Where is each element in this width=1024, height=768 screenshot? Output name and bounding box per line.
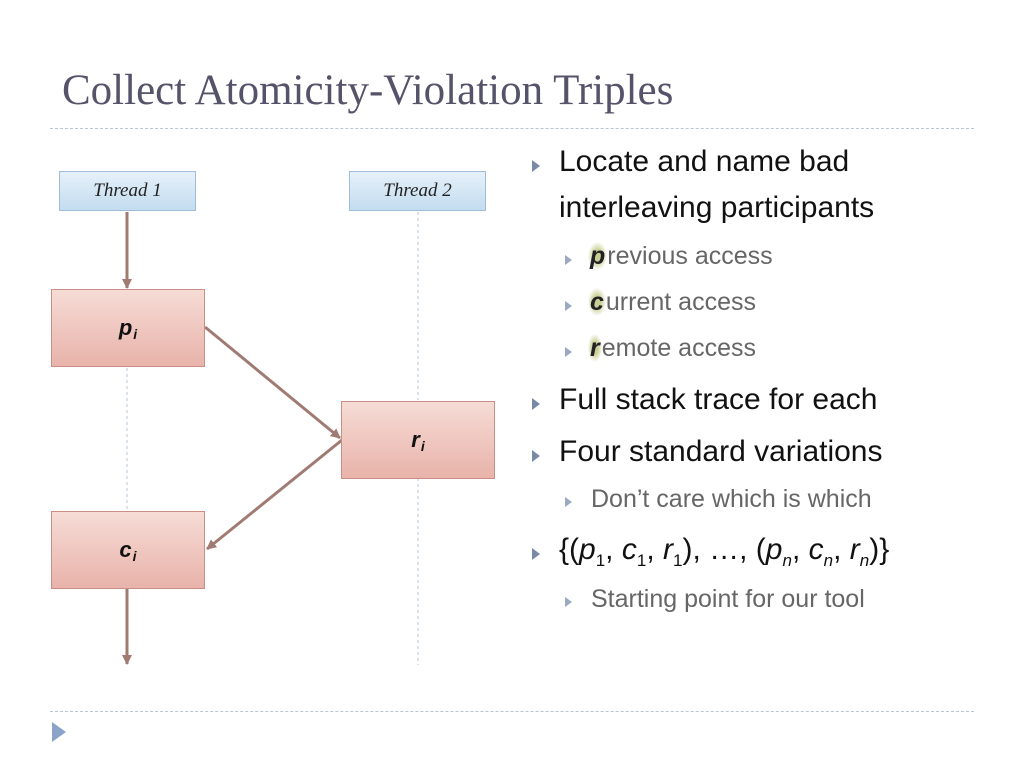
thread2-label: Thread 2 bbox=[383, 180, 452, 201]
triangle-right-icon bbox=[565, 497, 572, 507]
bullet-triples-set: {(p1, c1, r1), …, (pn, cn, rn)} bbox=[559, 533, 890, 570]
bullet-locate: Locate and name bad bbox=[559, 145, 850, 178]
triangle-right-icon bbox=[532, 450, 540, 462]
highlight-r: r bbox=[588, 334, 602, 362]
sub-previous-access: previous access bbox=[588, 242, 773, 271]
node-p-letter: p bbox=[118, 315, 133, 340]
thread1-header: Thread 1 bbox=[59, 171, 196, 211]
triangle-right-icon bbox=[532, 160, 540, 172]
node-r-sub: i bbox=[420, 438, 425, 454]
sub-previous-rest: revious access bbox=[607, 242, 773, 270]
node-r-letter: r bbox=[411, 427, 420, 452]
triangle-right-icon bbox=[532, 548, 540, 560]
arrow-p-to-r bbox=[204, 325, 341, 440]
triangle-right-icon bbox=[565, 597, 572, 607]
bullet-stack-trace: Full stack trace for each bbox=[559, 383, 878, 416]
slide-title: Collect Atomicity-Violation Triples bbox=[62, 67, 674, 114]
triangle-right-icon bbox=[565, 347, 572, 357]
arrow-r-to-c bbox=[206, 438, 343, 551]
bullet-variations: Four standard variations bbox=[559, 435, 883, 468]
next-slide-icon[interactable] bbox=[52, 722, 66, 742]
sub-remote-access: remote access bbox=[588, 334, 756, 363]
highlight-p: p bbox=[588, 242, 608, 270]
thread1-label: Thread 1 bbox=[93, 180, 162, 201]
highlight-c: c bbox=[588, 288, 606, 316]
bullet-locate-cont: interleaving participants bbox=[559, 191, 875, 224]
sub-current-rest: urrent access bbox=[605, 288, 756, 316]
node-p-sub: i bbox=[133, 326, 138, 342]
node-c-sub: i bbox=[132, 548, 137, 564]
sub-current-access: current access bbox=[588, 288, 756, 317]
sub-remote-rest: emote access bbox=[601, 334, 756, 362]
thread2-header: Thread 2 bbox=[349, 171, 486, 211]
sub-dont-care: Don’t care which is which bbox=[591, 485, 872, 513]
diagram-connectors bbox=[122, 212, 419, 665]
triangle-right-icon bbox=[565, 255, 572, 265]
triangle-right-icon bbox=[532, 398, 540, 410]
title-divider bbox=[50, 128, 974, 129]
sub-starting-point: Starting point for our tool bbox=[591, 585, 865, 613]
node-c-letter: c bbox=[119, 537, 132, 562]
triangle-right-icon bbox=[565, 301, 572, 311]
footer-divider bbox=[50, 711, 974, 712]
